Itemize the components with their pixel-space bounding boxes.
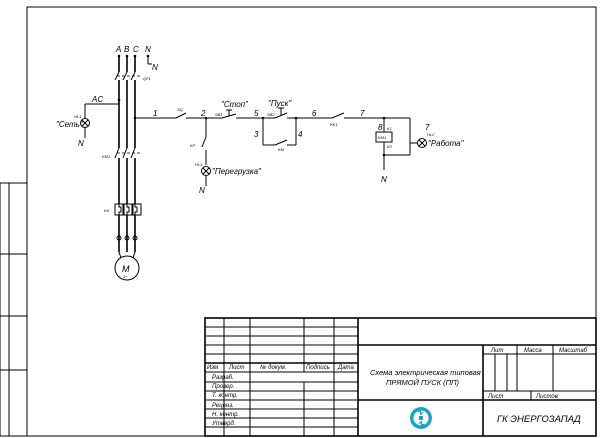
set-label: "Сеть" — [56, 120, 84, 129]
pusk-label: "Пуск" — [268, 99, 292, 108]
n-label-coil: N — [381, 175, 387, 184]
node-1: 1 — [153, 109, 157, 118]
set-lamp-icon — [80, 118, 90, 128]
km1-coil-designator: KM1 — [378, 135, 386, 140]
node-5: 5 — [254, 109, 259, 118]
list-label: Лист — [487, 394, 503, 400]
role-nkontr: Н. контр. — [212, 412, 239, 418]
n-label-top: N — [152, 63, 158, 72]
km-designator: KM — [278, 147, 285, 152]
k2-designator: K2 — [387, 144, 393, 149]
node-6: 6 — [312, 109, 317, 118]
title-block: Изм Лист № докум. Подпись Дата Разраб. П… — [204, 317, 597, 437]
n-label-hl2: N — [199, 186, 205, 195]
node-2: 2 — [200, 109, 206, 118]
rabota-label: "Работа" — [428, 139, 465, 148]
motor-icon — [114, 255, 140, 281]
qf1-designator: QF1 — [143, 76, 151, 81]
ac-label: AC — [91, 95, 103, 104]
hl3-designator: HL3 — [195, 162, 203, 167]
motor-label: M — [122, 264, 130, 274]
col-sign: Подпись — [306, 365, 330, 371]
node-7: 7 — [360, 109, 365, 118]
kk-designator: KK — [104, 208, 110, 213]
k1-designator: K1 — [387, 126, 392, 131]
col-date: Дата — [337, 365, 354, 371]
role-utverd: Утверд. — [211, 421, 236, 427]
masshtab-label: Масштаб — [559, 348, 588, 354]
sb1-designator: SB1 — [215, 112, 223, 117]
peregruzka-lamp-icon — [201, 166, 211, 176]
hl2-designator: HL2 — [427, 132, 435, 137]
kp-designator: KP — [190, 143, 196, 148]
sb2-designator: SB2 — [267, 112, 275, 117]
node-4: 4 — [298, 130, 303, 139]
phase-n-label: N — [145, 45, 151, 54]
col-doc: № докум. — [260, 364, 286, 371]
network-lamp-branch: AC HL1 "Сеть" N — [56, 95, 119, 148]
svg-text:3~: 3~ — [123, 274, 128, 279]
node-7b: 7 — [425, 123, 430, 132]
role-recenz: Реценз. — [212, 403, 234, 409]
col-izm: Изм — [207, 365, 218, 371]
n-label-hl1: N — [78, 139, 84, 148]
control-circuit: 1 SQ 2 SB1 "Стоп" 5 SB2 "Пуск" — [135, 99, 465, 195]
kk1-designator: KK1 — [330, 122, 338, 127]
role-prover: Провер. — [212, 384, 234, 390]
phase-c-label: C — [133, 45, 139, 54]
title-line2: ПРЯМОЙ ПУСК (ПП) — [386, 378, 460, 387]
role-tkontr: Т. контр. — [212, 393, 238, 399]
node-8: 8 — [378, 123, 383, 132]
phase-a-label: A — [115, 45, 121, 54]
power-section: A B C N N QF1 KM1 — [102, 45, 158, 281]
stop-label: "Стоп" — [221, 100, 249, 109]
rabota-lamp-icon — [417, 138, 427, 148]
company-logo-icon — [410, 407, 432, 429]
massa-label: Масса — [524, 348, 542, 354]
hl1-designator: HL1 — [74, 114, 81, 119]
lit-label: Лит — [490, 348, 503, 354]
org-name: ГК ЭНЕРГОЗАПАД — [497, 414, 581, 425]
phase-b-label: B — [124, 45, 130, 54]
peregruzka-label: "Перегрузка" — [212, 167, 262, 176]
title-line1: Схема электрическая типовая — [370, 368, 481, 377]
km1-designator: KM1 — [102, 154, 110, 159]
col-list: Лист — [228, 365, 244, 371]
listov-label: Листов — [535, 394, 558, 400]
node-3: 3 — [254, 130, 259, 139]
sq-designator: SQ — [177, 107, 183, 112]
role-razrab: Разраб. — [212, 375, 234, 381]
